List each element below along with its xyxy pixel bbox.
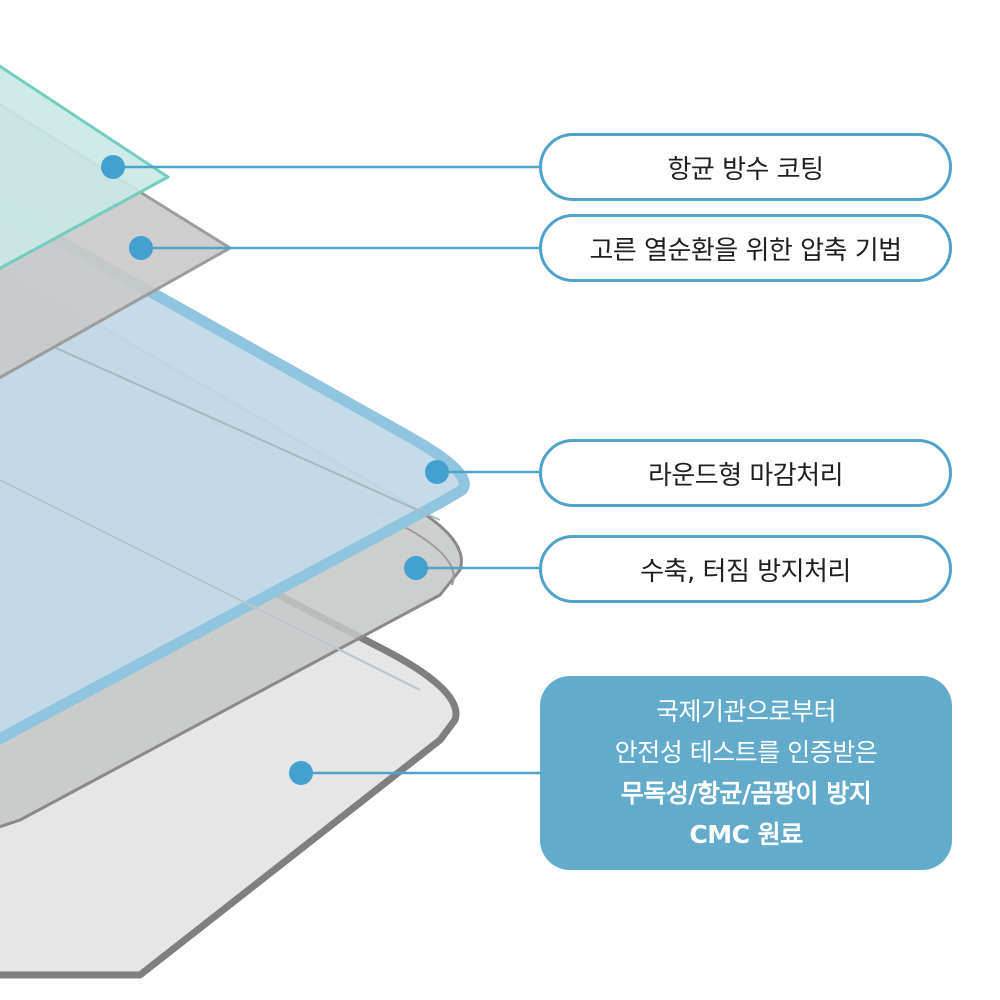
connector-lines <box>113 165 540 775</box>
marker-dot-coating <box>101 155 125 179</box>
cmc-callout-line-1: 국제기관으로부터 <box>655 697 837 726</box>
callout-compression-label: 고른 열순환을 위한 압축 기법 <box>589 235 902 266</box>
marker-dot-anti-shrink <box>404 556 428 580</box>
callout-coating: 항균 방수 코팅 <box>539 133 952 201</box>
anti-shrink-layer-edge <box>0 301 455 586</box>
cmc-callout-line-3: 무독성/항균/곰팡이 방지 <box>620 779 872 808</box>
marker-dot-compression <box>129 236 153 260</box>
cmc-callout-line-2: 안전성 테스트를 인증받은 <box>614 738 878 767</box>
callout-round-finish-label: 라운드형 마감처리 <box>647 460 844 491</box>
marker-dots <box>101 155 449 785</box>
coating-film-layer <box>0 64 170 270</box>
callout-anti-shrink-label: 수축, 터짐 방지처리 <box>640 556 851 587</box>
cmc-callout-line-4: CMC 원료 <box>689 820 803 849</box>
callout-anti-shrink: 수축, 터짐 방지처리 <box>539 535 952 603</box>
cmc-material-callout: 국제기관으로부터 안전성 테스트를 인증받은 무독성/항균/곰팡이 방지 CMC… <box>540 676 952 870</box>
marker-dot-round <box>425 460 449 484</box>
callout-round-finish: 라운드형 마감처리 <box>539 439 952 507</box>
round-finish-inner-line-2 <box>0 478 421 691</box>
round-finish-layer <box>0 201 470 745</box>
callout-coating-label: 항균 방수 코팅 <box>667 154 824 185</box>
marker-dot-cmc <box>289 761 313 785</box>
callout-compression: 고른 열순환을 위한 압축 기법 <box>539 214 952 282</box>
